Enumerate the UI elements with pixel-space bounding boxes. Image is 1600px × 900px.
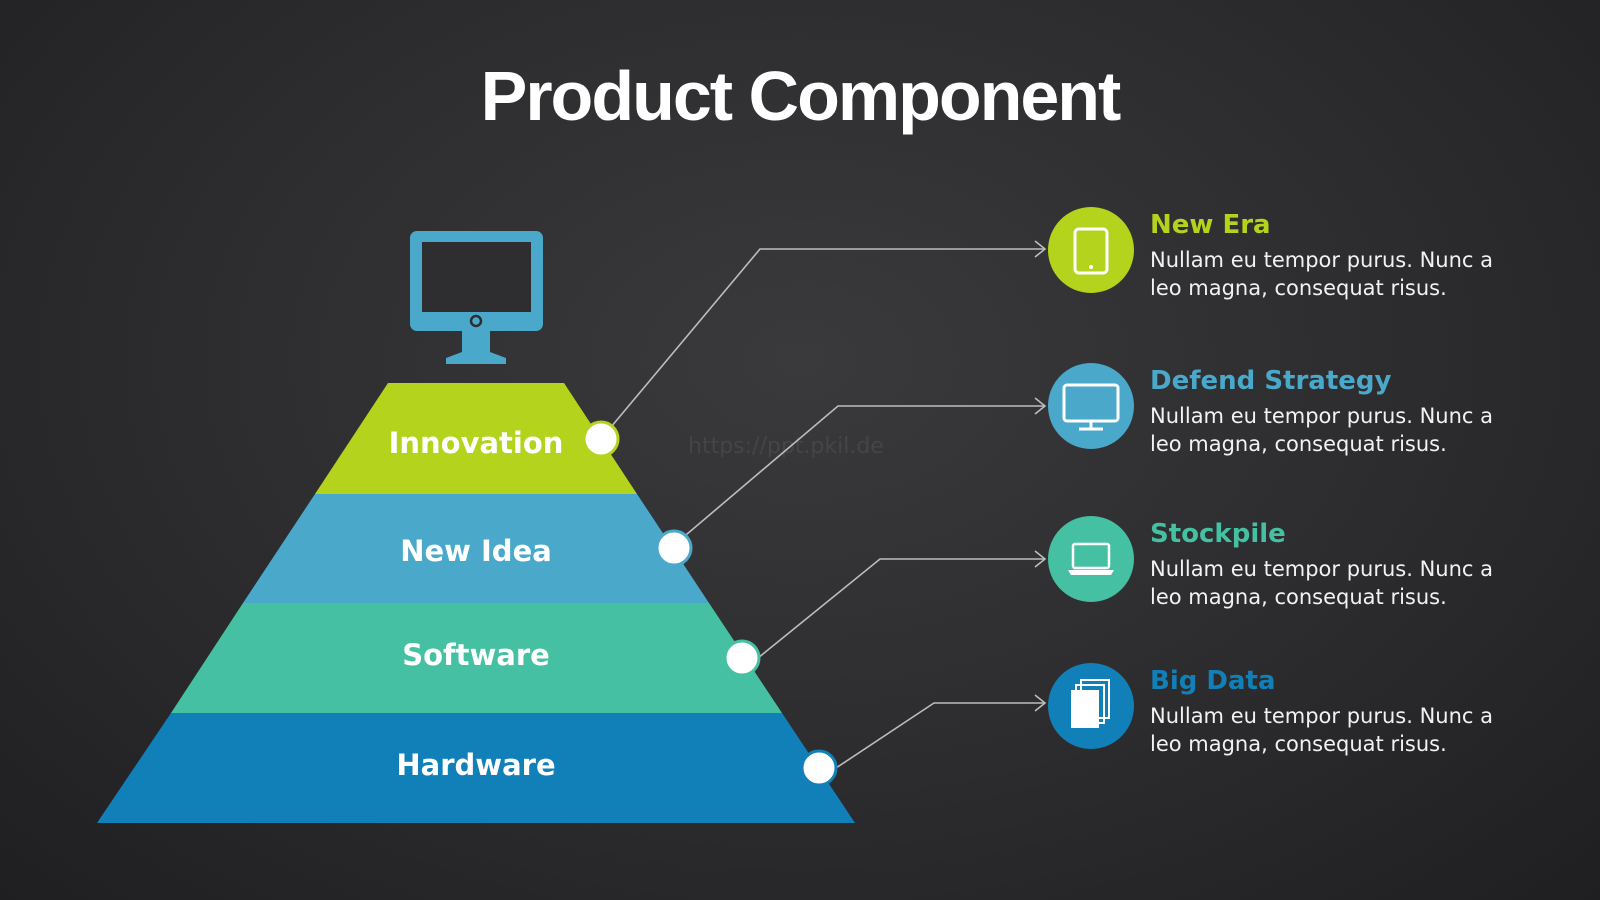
item-badge-new-era [1048, 207, 1134, 293]
page-title: Product Component [480, 57, 1122, 135]
item-defend-strategy: Defend Strategy Nullam eu tempor purus. … [1150, 366, 1570, 458]
level-label-software: Software [402, 638, 550, 672]
item-title-defend-strategy: Defend Strategy [1150, 366, 1392, 396]
connector-arrowhead-3 [1034, 550, 1047, 568]
connector-dot-3 [723, 639, 761, 677]
item-description-new-era: Nullam eu tempor purus. Nunc a leo magna… [1150, 248, 1493, 300]
tablet-icon [1073, 227, 1109, 275]
level-label-new-idea: New Idea [400, 534, 552, 568]
connector-line-4 [835, 702, 1045, 769]
item-badge-stockpile [1048, 516, 1134, 602]
connector-line-1 [605, 248, 1045, 434]
item-big-data: Big Data Nullam eu tempor purus. Nunc a … [1150, 666, 1570, 758]
item-title-new-era: New Era [1150, 210, 1271, 240]
item-description-stockpile: Nullam eu tempor purus. Nunc a leo magna… [1150, 557, 1493, 609]
item-stockpile: Stockpile Nullam eu tempor purus. Nunc a… [1150, 519, 1570, 611]
connector-dot-4 [800, 749, 838, 787]
item-description-defend-strategy: Nullam eu tempor purus. Nunc a leo magna… [1150, 404, 1493, 456]
item-description-big-data: Nullam eu tempor purus. Nunc a leo magna… [1150, 704, 1493, 756]
item-new-era: New Era Nullam eu tempor purus. Nunc a l… [1150, 210, 1570, 302]
pyramid-level-new-idea [243, 494, 709, 603]
connector-dot-2 [655, 529, 693, 567]
connector-arrowhead-2 [1034, 397, 1047, 415]
level-label-innovation: Innovation [389, 426, 564, 460]
monitor-icon [1062, 383, 1120, 431]
connector-line-2 [679, 405, 1045, 541]
connector-line-3 [757, 558, 1045, 659]
pyramid-level-innovation [315, 383, 637, 494]
documents-icon [1071, 679, 1110, 728]
connector-arrowhead-4 [1034, 694, 1047, 712]
laptop-icon [1068, 542, 1114, 575]
desktop-monitor-icon [410, 231, 543, 364]
pyramid-level-hardware [97, 713, 855, 823]
item-title-big-data: Big Data [1150, 666, 1276, 696]
pyramid-level-software [171, 603, 782, 713]
connector-arrowhead-1 [1034, 240, 1047, 258]
watermark-text: https://ppt.pkil.de [688, 434, 884, 459]
connector-dot-1 [582, 420, 620, 458]
level-label-hardware: Hardware [396, 748, 555, 782]
item-title-stockpile: Stockpile [1150, 519, 1286, 549]
item-badge-defend-strategy [1048, 363, 1134, 449]
